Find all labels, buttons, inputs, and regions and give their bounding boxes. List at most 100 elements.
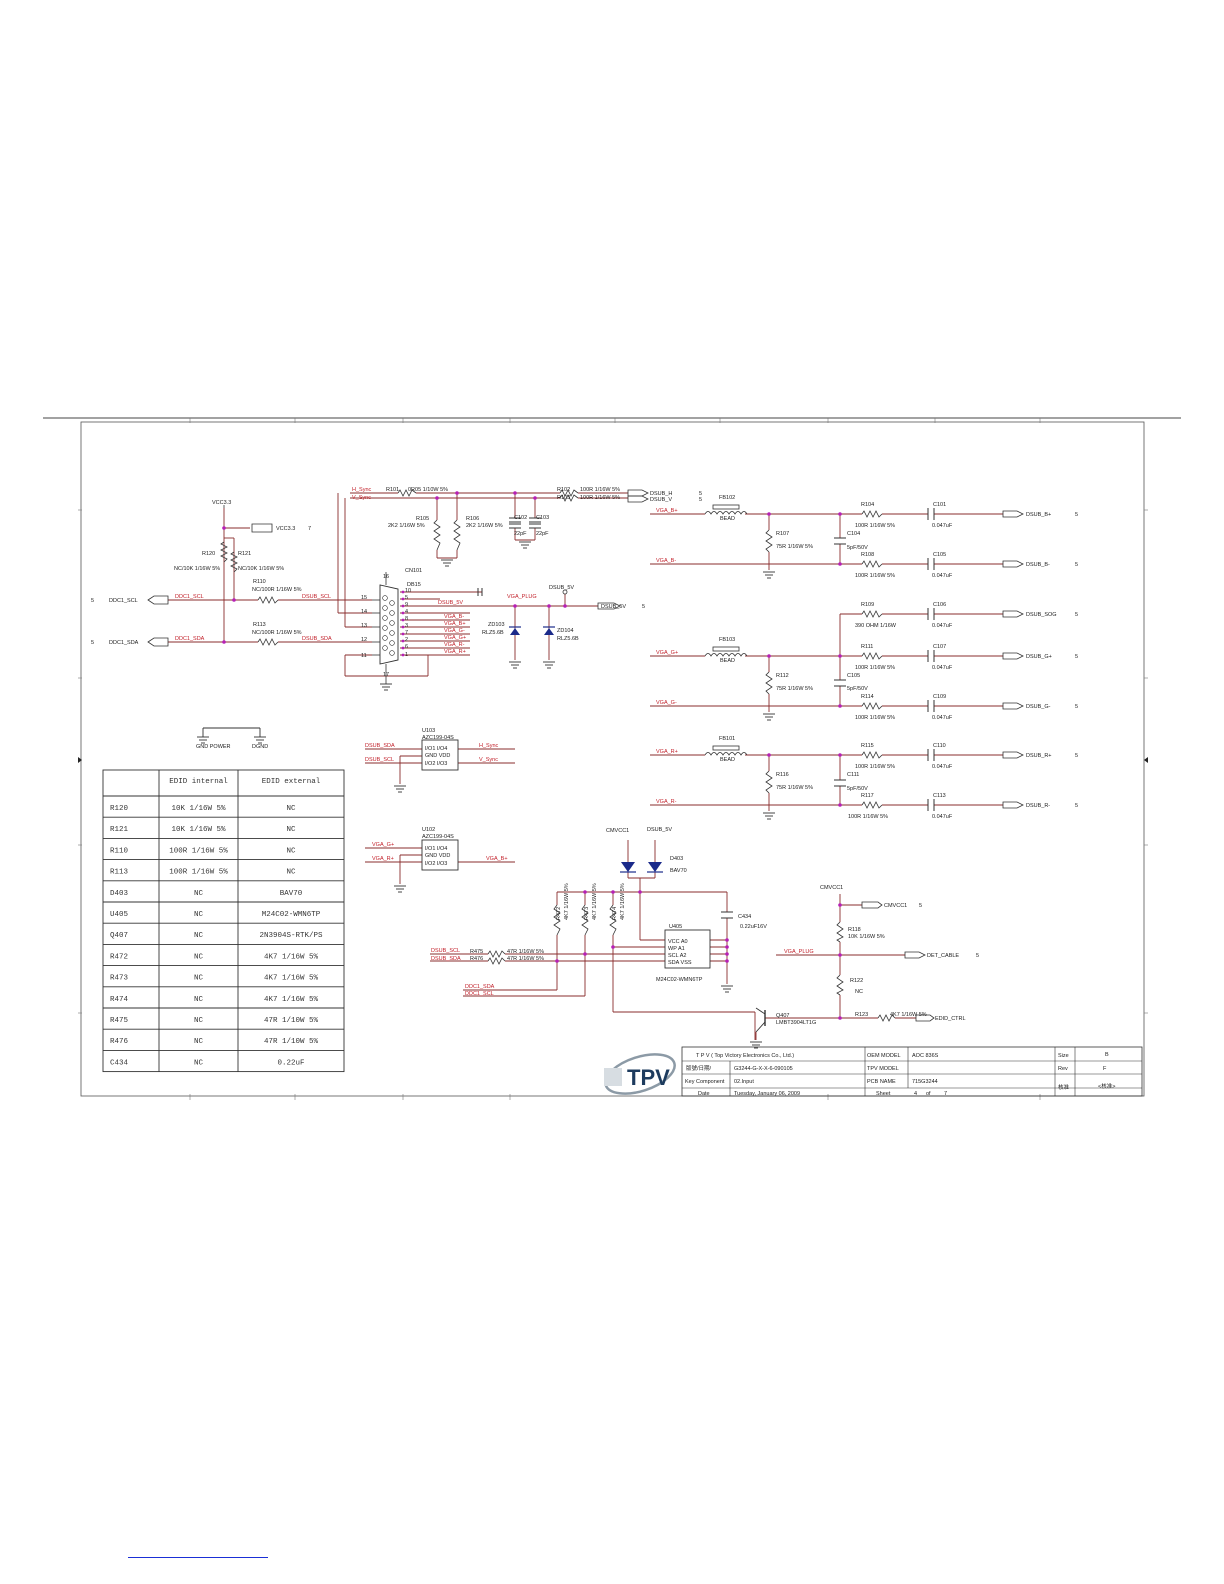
edid-cell: 0.22uF	[277, 1059, 304, 1067]
label-vgabp-in: VGA_B+	[656, 508, 678, 514]
edid-cell: D403	[110, 890, 129, 898]
label-5-dsub5v: 5	[642, 604, 645, 610]
tpv-logo: TPV	[604, 1053, 676, 1095]
tb-row2-value: G3244-G-X-X-6-090105	[734, 1066, 793, 1072]
label-c105: C105	[933, 552, 946, 558]
ic-bodies	[372, 572, 711, 969]
label-dsubscl-net: DSUB_SCL	[302, 594, 331, 600]
label-d403: D403	[670, 856, 683, 862]
label-r113-val: NC/100R 1/16W 5%	[252, 630, 302, 636]
edid-cell: 4K7 1/16W 5%	[264, 996, 319, 1004]
label-r122: R122	[850, 978, 863, 984]
edid-cell: NC	[194, 1017, 204, 1025]
label-out-dsubgn: DSUB_G-	[1026, 704, 1051, 710]
label-r115: R115	[861, 743, 874, 749]
label-22p-b: 22pF	[536, 531, 549, 537]
label-gnd-power: GND POWER	[196, 744, 231, 750]
edid-cell: NC	[286, 869, 296, 877]
label-cmvcc1-right: CMVCC1	[820, 885, 843, 891]
edid-cell: NC	[286, 826, 296, 834]
label-pin2: 2	[405, 637, 408, 643]
label-u102-pa: I/O1 I/O4	[425, 846, 447, 852]
edid-cell: NC	[194, 996, 204, 1004]
label-r122-val: NC	[855, 989, 863, 995]
label-r475: R475	[470, 949, 483, 955]
label-r117: R117	[861, 793, 874, 799]
tb-size-value: B	[1105, 1052, 1109, 1058]
label-pin7: 7	[405, 630, 408, 636]
label-pin11: 11	[361, 653, 367, 659]
edid-header-2: EDID external	[262, 778, 321, 786]
tpv-logo-text: TPV	[627, 1065, 670, 1090]
label-c105b-val: 5pF/50V	[847, 686, 868, 692]
label-r115-val: 100R 1/16W 5%	[855, 764, 895, 770]
label-5h: 5	[699, 491, 702, 497]
edid-cell: R121	[110, 826, 129, 834]
label-db15: DB15	[407, 582, 421, 588]
footer-link-underline[interactable]	[128, 1557, 268, 1558]
edid-table-frame	[102, 769, 345, 1073]
label-u102-vgab: VGA_B+	[486, 856, 508, 862]
label-r103-val: 100R 1/16W 5%	[580, 495, 620, 501]
edid-cell: NC	[194, 1038, 204, 1046]
label-5-o2: 5	[1075, 562, 1078, 568]
label-r102-val: 100R 1/16W 5%	[580, 487, 620, 493]
tb-oem-label: OEM MODEL	[867, 1053, 901, 1059]
tb-sheet-label: Sheet	[876, 1091, 891, 1097]
label-u103: U103	[422, 728, 435, 734]
label-zd104: ZD104	[557, 628, 574, 634]
label-r108-val: 100R 1/16W 5%	[855, 573, 895, 579]
label-c104: C104	[847, 531, 860, 537]
label-vgarp-in: VGA_R+	[656, 749, 678, 755]
label-pin1: 1	[405, 652, 408, 658]
edid-cell: R120	[110, 805, 129, 813]
label-dsub5v-top: DSUB_5V	[549, 585, 574, 591]
label-r473-val: 4K7 1/16W 5%	[592, 883, 598, 920]
label-c434-val: 0.22uF16V	[740, 924, 767, 930]
label-r110-val: NC/100R 1/16W 5%	[252, 587, 302, 593]
label-pin17: 17	[383, 672, 389, 678]
label-r102: R102	[557, 487, 570, 493]
label-u102: U102	[422, 827, 435, 833]
label-hsync: H_Sync	[352, 487, 372, 493]
label-out-dsubgp: DSUB_G+	[1026, 654, 1052, 660]
label-out-dsubrp: DSUB_R+	[1026, 753, 1052, 759]
label-u405-pc: SCL A2	[668, 953, 686, 959]
label-c109-val: 0.047uF	[932, 715, 953, 721]
label-u103-part: AZC199-04S	[422, 735, 454, 741]
edid-cell: 47R 1/10W 5%	[264, 1038, 319, 1046]
label-zd104-val: RLZ5.6B	[557, 636, 579, 642]
label-r118: R118	[848, 927, 861, 933]
label-r120: R120	[202, 551, 215, 557]
label-r476-val: 47R 1/16W 5%	[507, 956, 544, 962]
label-7a: 7	[308, 526, 311, 532]
label-u103-pb: GND VDD	[425, 753, 450, 759]
label-vgaplug-right: VGA_PLUG	[784, 949, 814, 955]
label-vgaplug-net: VGA_PLUG	[507, 594, 537, 600]
label-r113: R113	[253, 622, 266, 628]
label-r101-val: 0R05 1/10W 5%	[408, 487, 448, 493]
label-r109-val: 390 OHM 1/16W	[855, 623, 897, 629]
label-out-dsubbp: DSUB_B+	[1026, 512, 1051, 518]
capacitor-symbols	[477, 508, 935, 919]
tb-check-value: <核准>	[1098, 1082, 1115, 1090]
label-edidctrl: EDID_CTRL	[935, 1016, 966, 1022]
edid-cell: NC	[286, 847, 296, 855]
label-pin3: 3	[405, 623, 408, 629]
tb-pcb-value: 715G3244	[912, 1079, 938, 1085]
label-vgag-neg: VGA_G-	[444, 628, 465, 634]
label-pin15: 15	[361, 595, 367, 601]
label-dsubv: DSUB_V	[650, 497, 672, 503]
label-ddc1scl-port: DDC1_SCL	[109, 598, 138, 604]
edid-cell: NC	[194, 975, 204, 983]
label-dsubsda-net: DSUB_SDA	[302, 636, 332, 642]
edid-cell: C434	[110, 1059, 129, 1067]
label-u405-ddc1sda: DDC1_SDA	[465, 984, 495, 990]
label-pin8: 8	[405, 616, 408, 622]
label-r101: R101	[386, 487, 399, 493]
tb-tpv-label: TPV MODEL	[867, 1066, 899, 1072]
label-c101: C101	[933, 502, 946, 508]
edid-cell: 4K7 1/16W 5%	[264, 953, 319, 961]
